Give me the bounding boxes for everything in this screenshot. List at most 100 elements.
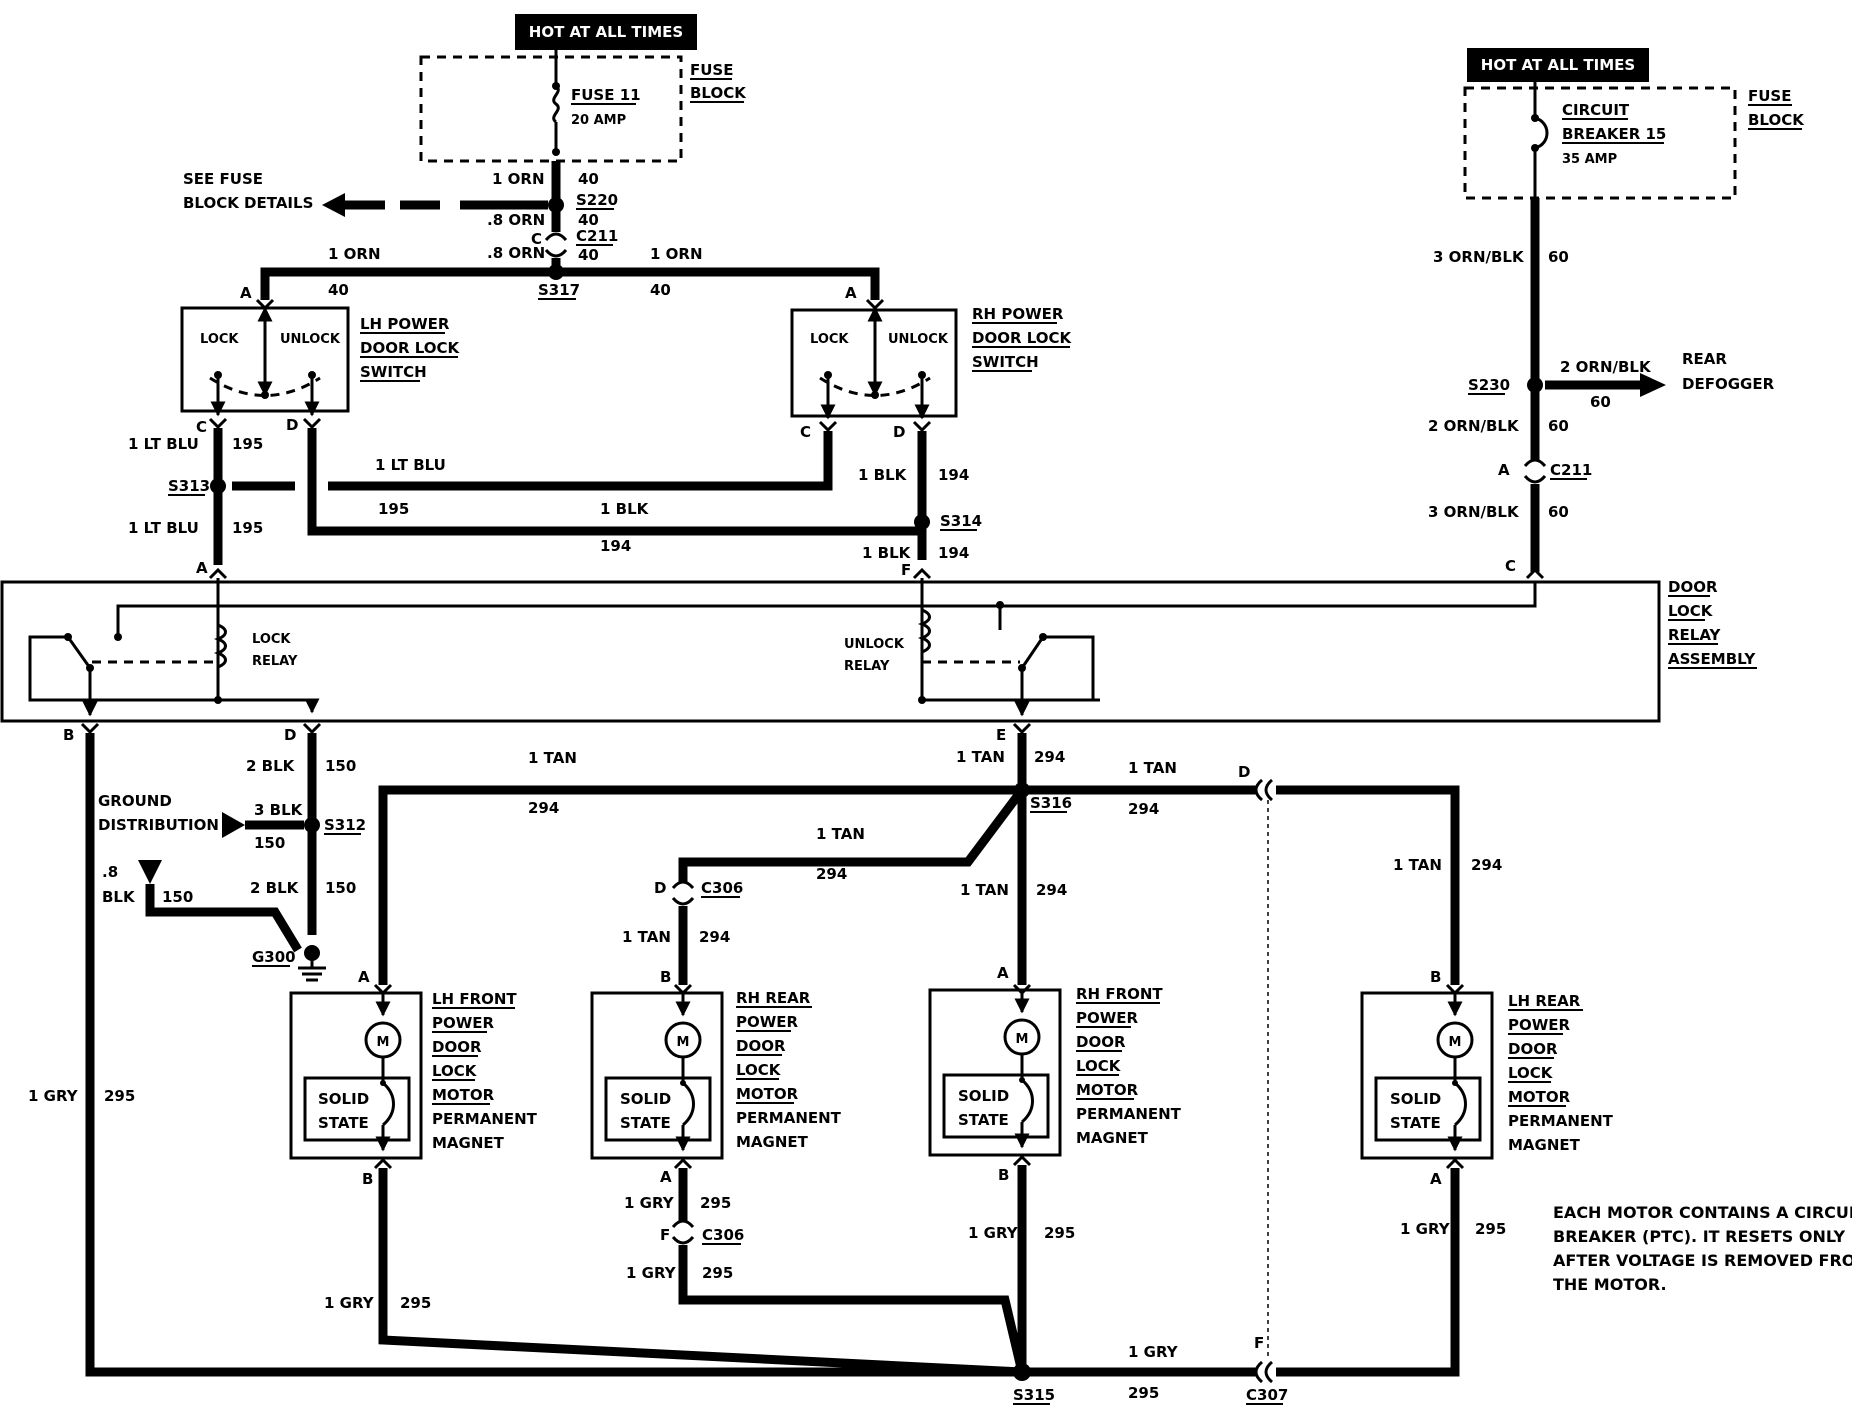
- circuit-294-f: 294: [1471, 856, 1502, 874]
- wire-label-orn-blk-3b: 3 ORN/BLK: [1428, 503, 1520, 521]
- note-line-2: BREAKER (PTC). IT RESETS ONLY: [1553, 1227, 1846, 1246]
- wire-label-blk-c: 1 BLK: [862, 544, 912, 562]
- motor-1-name-4: LOCK: [432, 1062, 478, 1080]
- rh-switch-name-3: SWITCH: [972, 353, 1039, 371]
- switch-output-wires: [208, 417, 932, 565]
- motor-3-solid: SOLID: [958, 1087, 1009, 1105]
- rh-switch-unlock-label: UNLOCK: [888, 332, 949, 347]
- motor-2-name-3: DOOR: [736, 1037, 786, 1055]
- pin-motor1-a: A: [358, 968, 370, 986]
- lock-relay-label-2: RELAY: [252, 654, 298, 669]
- circuit-breaker-15-symbol: [1534, 116, 1549, 150]
- motor-4-name-7: MAGNET: [1508, 1136, 1581, 1154]
- ground-g300-label: G300: [252, 948, 296, 966]
- connector-c306-top-label: C306: [701, 879, 743, 897]
- circuit-60-a: 60: [1548, 248, 1569, 266]
- motor-2-name-6: PERMANENT: [736, 1109, 842, 1127]
- pin-rh-switch-c: C: [800, 423, 811, 441]
- wire-label-ltblu-c: 1 LT BLU: [375, 456, 446, 474]
- feed-wire-fuse11: [544, 161, 568, 280]
- lh-switch-name-3: SWITCH: [360, 363, 427, 381]
- rh-switch-lock-label: LOCK: [810, 332, 849, 347]
- see-fuse-arrow: [322, 193, 548, 217]
- hot-at-all-times-label-2: HOT AT ALL TIMES: [1467, 48, 1649, 82]
- motor-4-labels: LH REAR POWER DOOR LOCK MOTOR PERMANENT …: [1508, 992, 1614, 1154]
- splice-s312-dot: [304, 817, 320, 833]
- wire-label-ltblu-a: 1 LT BLU: [128, 435, 199, 453]
- circuit-195-a: 195: [232, 435, 263, 453]
- motor-3-name-1: RH FRONT: [1076, 985, 1163, 1003]
- unlock-relay-label-2: RELAY: [844, 659, 890, 674]
- motor-lh-front: M SOLID STATE: [289, 983, 423, 1170]
- circuit-294-a: 294: [528, 799, 559, 817]
- circuit-195-b: 195: [232, 519, 263, 537]
- motor-3-name-4: LOCK: [1076, 1057, 1122, 1075]
- motor-4-solid: SOLID: [1390, 1090, 1441, 1108]
- motor-3-name-6: PERMANENT: [1076, 1105, 1182, 1123]
- wire-label-gry-d: 1 GRY: [968, 1224, 1019, 1242]
- motor-4-name-1: LH REAR: [1508, 992, 1581, 1010]
- motor-2-name-5: MOTOR: [736, 1085, 799, 1103]
- lock-relay-coil: [213, 623, 227, 669]
- motor-3-name-5: MOTOR: [1076, 1081, 1139, 1099]
- fuse-11-symbol: [552, 84, 560, 124]
- lh-switch-unlock-label: UNLOCK: [280, 332, 341, 347]
- wire-label-blk-b: 1 BLK: [858, 466, 908, 484]
- circuit-195-c: 195: [378, 500, 409, 518]
- motor-4-m: M: [1449, 1035, 1462, 1050]
- motor-lh-rear: M SOLID STATE: [1360, 983, 1494, 1170]
- wire-label-2blk-b: 2 BLK: [250, 879, 300, 897]
- pin-c306-f: F: [660, 1226, 670, 1244]
- fuse-block-1-title-2: BLOCK: [690, 84, 747, 102]
- circuit-294-g: 294: [699, 928, 730, 946]
- motor-4-name-6: PERMANENT: [1508, 1112, 1614, 1130]
- lh-switch-name-2: DOOR LOCK: [360, 339, 461, 357]
- rh-switch-name-2: DOOR LOCK: [972, 329, 1073, 347]
- circuit-194-a: 194: [600, 537, 631, 555]
- fuse-block-2: CIRCUIT BREAKER 15 35 AMP FUSE BLOCK: [1463, 82, 1805, 200]
- wire-label-gry-c: 1 GRY: [626, 1264, 677, 1282]
- circuit-150-c: 150: [162, 888, 193, 906]
- motor-1-name-1: LH FRONT: [432, 990, 517, 1008]
- note-line-3: AFTER VOLTAGE IS REMOVED FROM: [1553, 1251, 1852, 1270]
- circuit-150-b: 150: [254, 834, 285, 852]
- motor-1-name-2: POWER: [432, 1014, 495, 1032]
- relay-assembly-name-3: RELAY: [1668, 626, 1722, 644]
- motor-4-name-2: POWER: [1508, 1016, 1571, 1034]
- circuit-295-e: 295: [1475, 1220, 1506, 1238]
- pin-relay-c: C: [1505, 557, 1516, 575]
- lock-relay-label-1: LOCK: [252, 632, 291, 647]
- circuit-40-d: 40: [328, 281, 349, 299]
- wire-label-8orn-a: .8 ORN: [487, 211, 545, 229]
- orn-blk-feed: [1523, 198, 1666, 572]
- motor-1-name-6: PERMANENT: [432, 1110, 538, 1128]
- wire-label-1orn-a: 1 ORN: [492, 170, 545, 188]
- pin-motor3-a: A: [997, 964, 1009, 982]
- splice-s317-label: S317: [538, 281, 580, 299]
- fuse-11-label: FUSE 11: [571, 86, 641, 104]
- circuit-40-c: 40: [578, 246, 599, 264]
- pin-motor2-a: A: [660, 1168, 672, 1186]
- pin-relay-a: A: [196, 559, 208, 577]
- motor-3-state: STATE: [958, 1111, 1009, 1129]
- fuse-block-2-title-1: FUSE: [1748, 87, 1791, 105]
- circuit-295-a: 295: [104, 1087, 135, 1105]
- splice-s220-label: S220: [576, 191, 618, 209]
- motor-1-name-7: MAGNET: [432, 1134, 505, 1152]
- pin-relay-f: F: [901, 561, 911, 579]
- pin-motor1-b: B: [362, 1170, 373, 1188]
- motor-2-solid: SOLID: [620, 1090, 671, 1108]
- motor-2-name-7: MAGNET: [736, 1133, 809, 1151]
- wire-label-gry-b: 1 GRY: [624, 1194, 675, 1212]
- tan-wiring: [378, 722, 1460, 1358]
- circuit-60-c: 60: [1548, 417, 1569, 435]
- circuit-194-c: 194: [938, 544, 969, 562]
- wire-label-blk-a: 1 BLK: [600, 500, 650, 518]
- wire-label-tan-a: 1 TAN: [528, 749, 577, 767]
- wire-label-gry-e: 1 GRY: [1400, 1220, 1451, 1238]
- pin-motor4-a: A: [1430, 1170, 1442, 1188]
- hot-label-1-text: HOT AT ALL TIMES: [529, 23, 683, 41]
- splice-s314-dot: [914, 514, 930, 530]
- wire-label-8blk-a: .8: [102, 863, 118, 881]
